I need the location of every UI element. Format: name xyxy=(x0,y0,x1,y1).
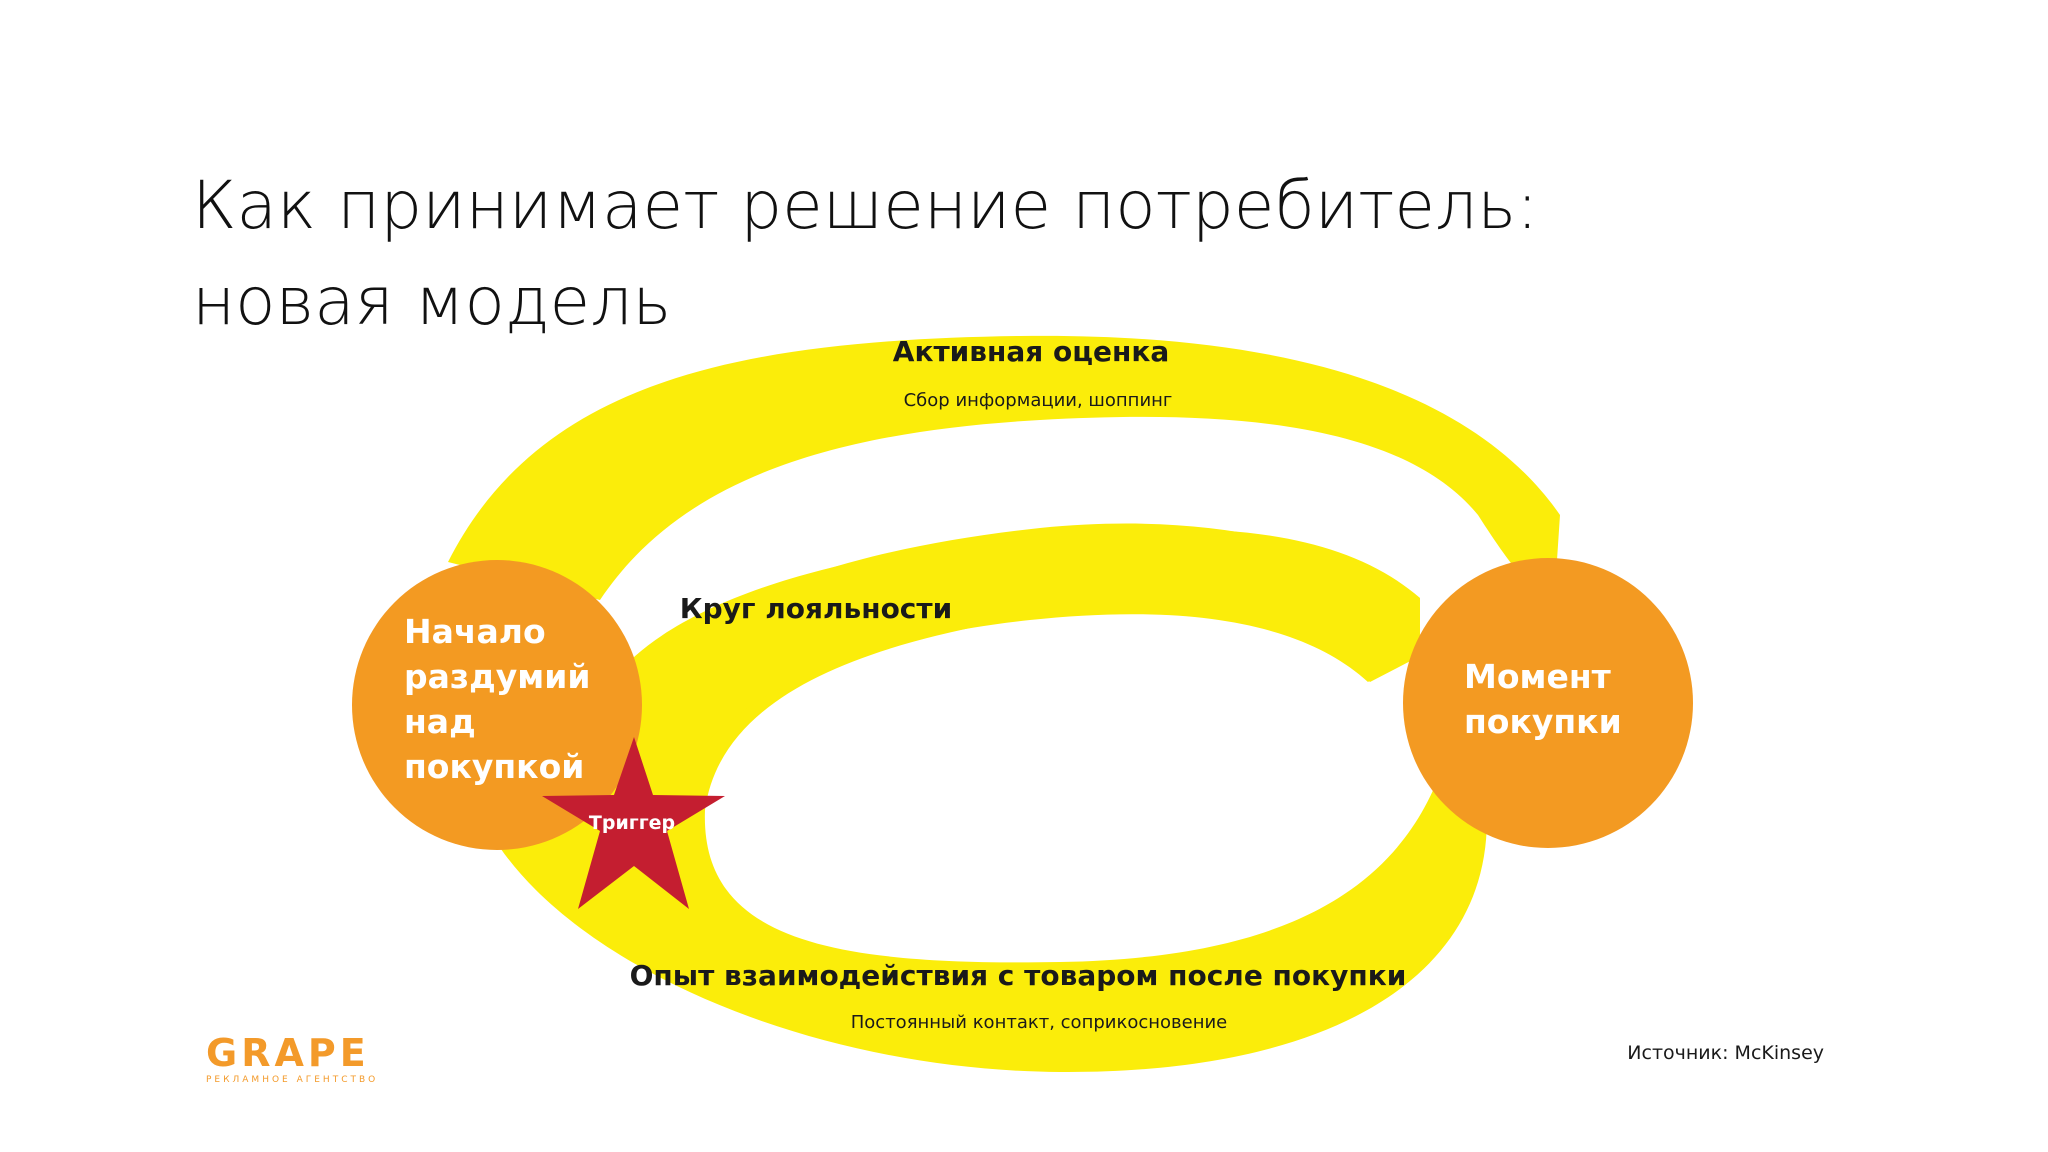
slide-title-line-2: новая модель xyxy=(192,263,672,340)
purchase-node-label-line-2: покупки xyxy=(1464,702,1622,741)
loyalty-loop-band xyxy=(630,523,1420,750)
trigger-label: Триггер xyxy=(589,812,675,834)
grape-logo: GRAPE РЕКЛАМНОЕ АГЕНТСТВО xyxy=(206,1031,379,1086)
logo-tagline: РЕКЛАМНОЕ АГЕНТСТВО xyxy=(206,1075,379,1085)
source-note: Источник: McKinsey xyxy=(1627,1042,1824,1064)
inner-loop-title: Круг лояльности xyxy=(680,592,953,625)
slide-title: Как принимает решение потребитель: новая… xyxy=(192,158,1538,350)
start-node-circle xyxy=(352,560,642,850)
start-node-label-line-1: Начало xyxy=(404,612,546,651)
logo-wordmark: GRAPE xyxy=(206,1031,370,1075)
purchase-node-circle xyxy=(1403,558,1693,848)
start-node-label-line-2: раздумий xyxy=(404,657,590,696)
outer-loop-arc xyxy=(448,335,1560,605)
purchase-node-label-line-1: Момент xyxy=(1464,657,1611,696)
start-node-label-line-4: покупкой xyxy=(404,747,584,786)
start-node-label-line-3: над xyxy=(404,702,476,741)
outer-loop-subtitle: Сбор информации, шоппинг xyxy=(904,390,1173,411)
bottom-loop-subtitle: Постоянный контакт, соприкосновение xyxy=(851,1012,1228,1033)
slide-title-line-1: Как принимает решение потребитель: xyxy=(192,167,1539,244)
outer-loop-title: Активная оценка xyxy=(893,335,1169,368)
trigger-star-icon xyxy=(542,737,725,909)
bottom-loop-title: Опыт взаимодействия с товаром после поку… xyxy=(630,959,1407,992)
